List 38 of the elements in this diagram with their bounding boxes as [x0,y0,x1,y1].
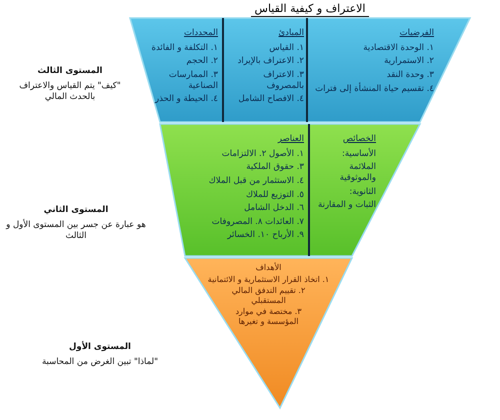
section-heading: العناصر [276,134,304,145]
level-heading: المستوى الأول [68,342,132,352]
list-item: ٦. الدخل الشامل [243,203,304,214]
section-heading: الأهداف [254,263,282,273]
list-item: ١. اتخاذ القرار الاستثمارية و الائتمانية [206,274,330,284]
list-item: الأساسية: [340,148,376,160]
list-item: ٢. تقييم التدفق المالي المستقبلي [230,286,306,306]
list-item: ١. الأصول ٢. الالتزامات [220,148,304,160]
list-item: ١. التكلفة و الفائدة [150,42,218,54]
list-item: ٣. مختصة في موارد المؤسسة و تغيرها [234,307,303,327]
level-heading: المستوى الثالث [36,66,104,76]
list-item: ٥. التوزيع للملاك [245,190,304,200]
list-item: ٢. الاستمرارية [383,56,434,67]
list-item: الملائمة والموثوقية [338,162,376,184]
list-item: ٢. الاعتراف بالإيراد [236,56,304,67]
list-item: ٤. الافصاح الشامل [237,94,304,105]
list-item: ١. القياس [268,42,304,54]
list-item: الثانوية: [348,186,376,198]
list-item: ٩. الأرباح ١٠. الخسائر [226,230,304,241]
section-heading: المحددات [183,28,218,39]
list-item: ٤. الحيطة و الحذر [154,94,218,105]
section-heading: المبادئ [278,28,304,39]
section-heading: الفرضيات [398,28,434,39]
section-heading: الخصائص [342,134,376,145]
level-heading: المستوى الثاني [42,205,110,215]
list-item: الثبات و المقارنة [317,200,376,211]
list-item: ٣. وحدة النقد [386,70,434,80]
level-description: هو عبارة عن جسر بين المستوى الأول و الثالث [6,220,146,242]
list-item: ٤. الاستثمار من قبل الملاك [208,176,304,186]
list-item: ٣. الممارسات الصناعية [168,70,218,92]
list-item: ٣. الاعتراف بالمصروف [262,70,304,92]
level-description: "كيف" يتم القياس والاعتراف بالحدث المالي [18,81,122,104]
list-item: ٤. تقسيم حياة المنشأة إلى فترات [314,84,434,94]
level-description: "لماذا" تبين الغرض من المحاسبة [40,357,160,368]
list-item: ١. الوحدة الاقتصادية [362,42,434,54]
list-item: ٧. العائدات ٨. المصروفات [210,216,304,228]
list-item: ٣. حقوق الملكية [245,162,304,173]
list-item: ٢. الحجم [185,56,218,67]
